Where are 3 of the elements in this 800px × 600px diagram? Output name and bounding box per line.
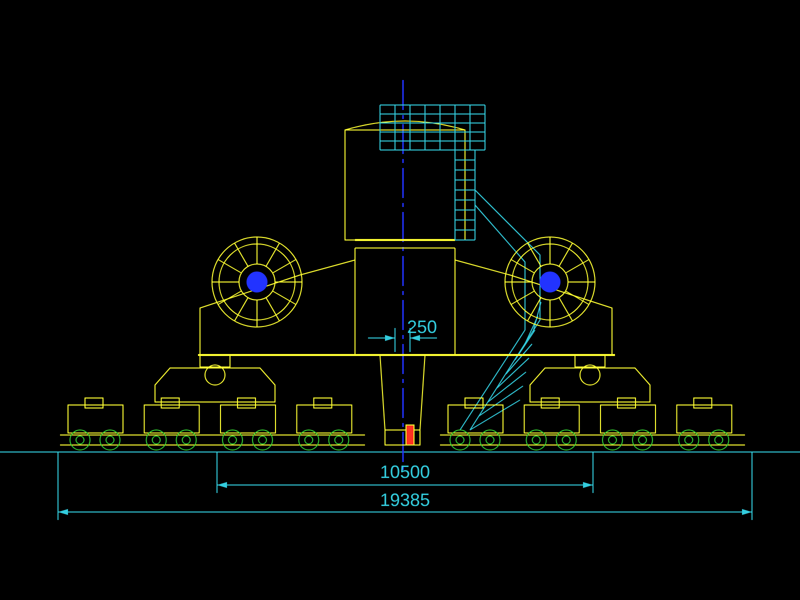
dimension-value: 10500 [380,462,430,482]
dimension-value: 19385 [380,490,430,510]
dimension-value: 250 [407,317,438,337]
